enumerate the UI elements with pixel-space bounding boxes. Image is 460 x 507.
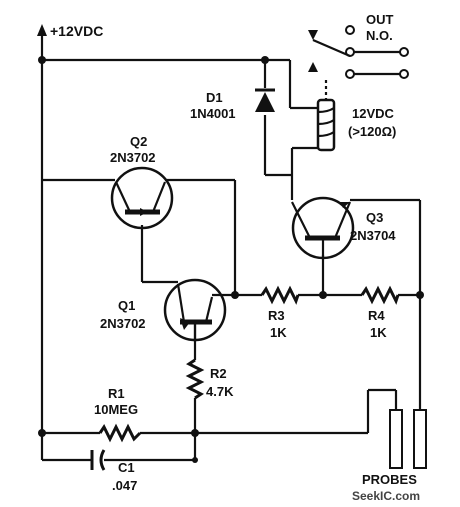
relay-out-label: OUT — [366, 12, 394, 27]
r4-value: 1K — [370, 325, 387, 340]
probe-right-icon — [413, 409, 427, 469]
capacitor-c1-icon — [90, 449, 106, 471]
transistor-q3-icon — [291, 196, 355, 260]
transistor-q2-icon — [110, 166, 174, 230]
resistor-r4-icon — [360, 285, 400, 305]
wires — [37, 24, 422, 462]
r4-name: R4 — [368, 308, 385, 323]
r1-value: 10MEG — [94, 402, 138, 417]
relay-no-label: N.O. — [366, 28, 393, 43]
r2-value: 4.7K — [206, 384, 234, 399]
d1-name: D1 — [206, 90, 223, 105]
d1-part: 1N4001 — [190, 106, 236, 121]
r2-name: R2 — [210, 366, 227, 381]
resistor-r3-icon — [260, 285, 300, 305]
q1-name: Q1 — [118, 298, 135, 313]
c1-value: .047 — [112, 478, 137, 493]
c1-name: C1 — [118, 460, 135, 475]
probes-label: PROBES — [362, 472, 417, 487]
resistor-r2-icon — [185, 358, 205, 400]
diode-d1-icon — [255, 88, 275, 112]
q3-part: 2N3704 — [350, 228, 396, 243]
relay-coil-resistance: (>120Ω) — [348, 124, 396, 139]
resistor-r1-icon — [98, 423, 142, 443]
supply-arrow-icon — [37, 24, 47, 36]
q3-name: Q3 — [366, 210, 383, 225]
r3-name: R3 — [268, 308, 285, 323]
r3-value: 1K — [270, 325, 287, 340]
q2-name: Q2 — [130, 134, 147, 149]
transistor-q1-icon — [163, 278, 227, 342]
q2-part: 2N3702 — [110, 150, 156, 165]
probe-left-icon — [389, 409, 403, 469]
supply-label: +12VDC — [50, 23, 103, 39]
relay-contacts-icon — [308, 25, 409, 79]
junction-dots — [38, 56, 424, 463]
watermark-text: SeekIC.com — [352, 489, 420, 503]
r1-name: R1 — [108, 386, 125, 401]
relay-coil-voltage: 12VDC — [352, 106, 395, 121]
q1-part: 2N3702 — [100, 316, 146, 331]
relay-coil-icon — [316, 80, 336, 152]
